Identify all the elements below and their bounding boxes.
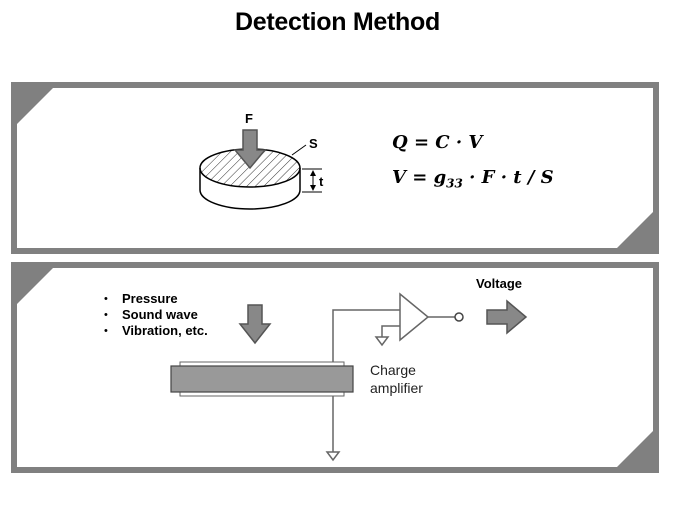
surface-leader-line — [291, 144, 307, 156]
force-label: F — [245, 111, 253, 126]
surface-label: S — [309, 136, 318, 151]
formula-voltage-subscript: 33 — [446, 176, 463, 191]
list-item: Pressure — [104, 291, 208, 307]
formula-charge: Q = C · V — [392, 132, 482, 153]
charge-amplifier-label: Charge amplifier — [370, 361, 423, 397]
charge-amplifier-symbol — [399, 292, 464, 342]
piezo-plate — [170, 361, 354, 397]
formula-charge-text: Q = C · V — [392, 132, 483, 153]
output-arrow — [486, 299, 528, 335]
slide-title: Detection Method — [235, 8, 440, 36]
voltage-label: Voltage — [476, 276, 522, 291]
formula-voltage-prefix: V = g — [392, 167, 447, 188]
top-panel-frame — [11, 82, 659, 254]
thickness-label: t — [319, 174, 324, 189]
bottom-panel-frame — [11, 262, 659, 473]
formula-voltage-suffix: · F · t / S — [462, 167, 554, 188]
formula-voltage: V = g33 · F · t / S — [392, 167, 554, 191]
circuit-wiring — [325, 309, 400, 462]
charge-amplifier-label-line1: Charge — [370, 362, 416, 378]
list-item: Sound wave — [104, 307, 208, 323]
charge-amplifier-label-line2: amplifier — [370, 380, 423, 396]
thickness-dimension — [302, 168, 322, 193]
stimulus-list: Pressure Sound wave Vibration, etc. — [104, 291, 208, 339]
force-arrow — [233, 129, 267, 170]
list-item: Vibration, etc. — [104, 323, 208, 339]
input-arrow — [238, 304, 272, 345]
